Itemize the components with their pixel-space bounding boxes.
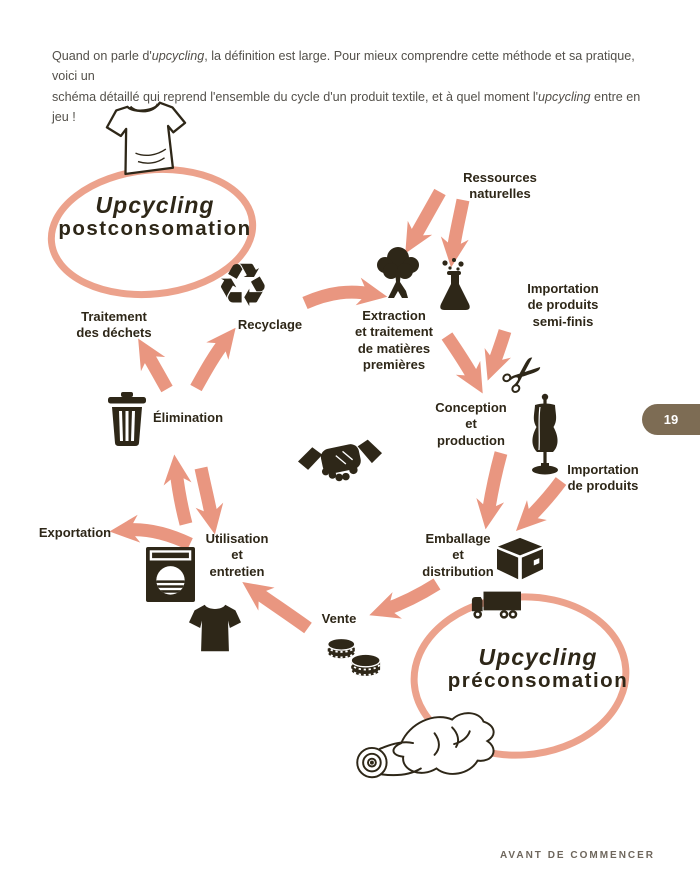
label-extraction: Extraction et traitement de matières pre… (354, 308, 434, 373)
box-icon (497, 537, 543, 580)
tshirt-solid-icon (189, 604, 241, 652)
mannequin-icon (532, 393, 558, 475)
label-vente: Vente (321, 611, 357, 626)
arrow-utilisation-to-exportation (109, 514, 193, 550)
label-exportation: Exportation (38, 525, 112, 540)
intro-text: entre en jeu ! (52, 89, 641, 125)
label-emballage-distribution: Emballage et distribution (422, 531, 494, 579)
coins-icon (326, 637, 381, 676)
arrow-elimination-to-traitement (138, 338, 173, 393)
label-importation-semi-finis: Importation de produits semi-finis (527, 281, 599, 329)
title-line-italic: Upcycling (95, 192, 215, 218)
title-line: postconsomation (58, 217, 252, 241)
flask-icon (440, 258, 470, 310)
tree-icon (377, 247, 419, 298)
running-footer: AVANT DE COMMENCER (499, 850, 656, 861)
intro-text: , la définition est large. Pour mieux co… (52, 49, 635, 104)
trash-icon (108, 392, 146, 446)
arrow-utilisation-to-elimination (163, 454, 193, 526)
intro-paragraph: Quand on parle d'upcycling, la définitio… (52, 46, 656, 128)
arrow-importation-to-emballage (515, 477, 567, 532)
fabric-roll-icon (356, 712, 495, 779)
label-importation-produits: Importation de produits (567, 462, 639, 494)
label-traitement-dechets: Traitement des déchets (76, 309, 152, 341)
arrow-recyclage-to-extraction (302, 277, 388, 309)
arrow-emballage-to-vente (369, 578, 441, 619)
arrow-extraction-to-conception (441, 332, 483, 394)
arrow-elimination-to-recyclage (190, 327, 236, 392)
arrow-conception-to-emballage (476, 451, 508, 530)
intro-italic-upcycling: upcycling (151, 49, 205, 63)
truck-icon (471, 591, 521, 619)
upcycling-postconso-title: Upcycling postconsomation (58, 193, 251, 241)
title-line-italic: Upcycling (478, 644, 598, 670)
intro-italic-upcycling: upcycling (538, 89, 591, 104)
tshirt-outline-icon (105, 101, 187, 176)
handshake-icon (298, 439, 382, 482)
label-utilisation-entretien: Utilisation et entretien (205, 531, 269, 579)
page-number-tab: 19 (642, 404, 700, 435)
upcycling-preconso-title: Upcycling préconsomation (448, 645, 628, 693)
washing-machine-icon (146, 547, 195, 602)
arrow-ressources-to-flask (440, 198, 470, 268)
arrow-vente-to-utilisation (242, 582, 312, 634)
label-ressources-naturelles: Ressources naturelles (463, 170, 537, 202)
label-elimination: Élimination (152, 410, 224, 425)
arrow-ressources-to-tree (405, 188, 446, 254)
label-recyclage: Recyclage (237, 317, 303, 332)
title-line: préconsomation (447, 669, 629, 693)
arrow-elimination-to-utilisation (194, 466, 224, 535)
recycling-icon: ♻ (216, 251, 270, 321)
page-number: 19 (663, 412, 679, 427)
label-conception-production: Conception et production (435, 400, 507, 448)
intro-text: Quand on parle d' (52, 49, 152, 63)
